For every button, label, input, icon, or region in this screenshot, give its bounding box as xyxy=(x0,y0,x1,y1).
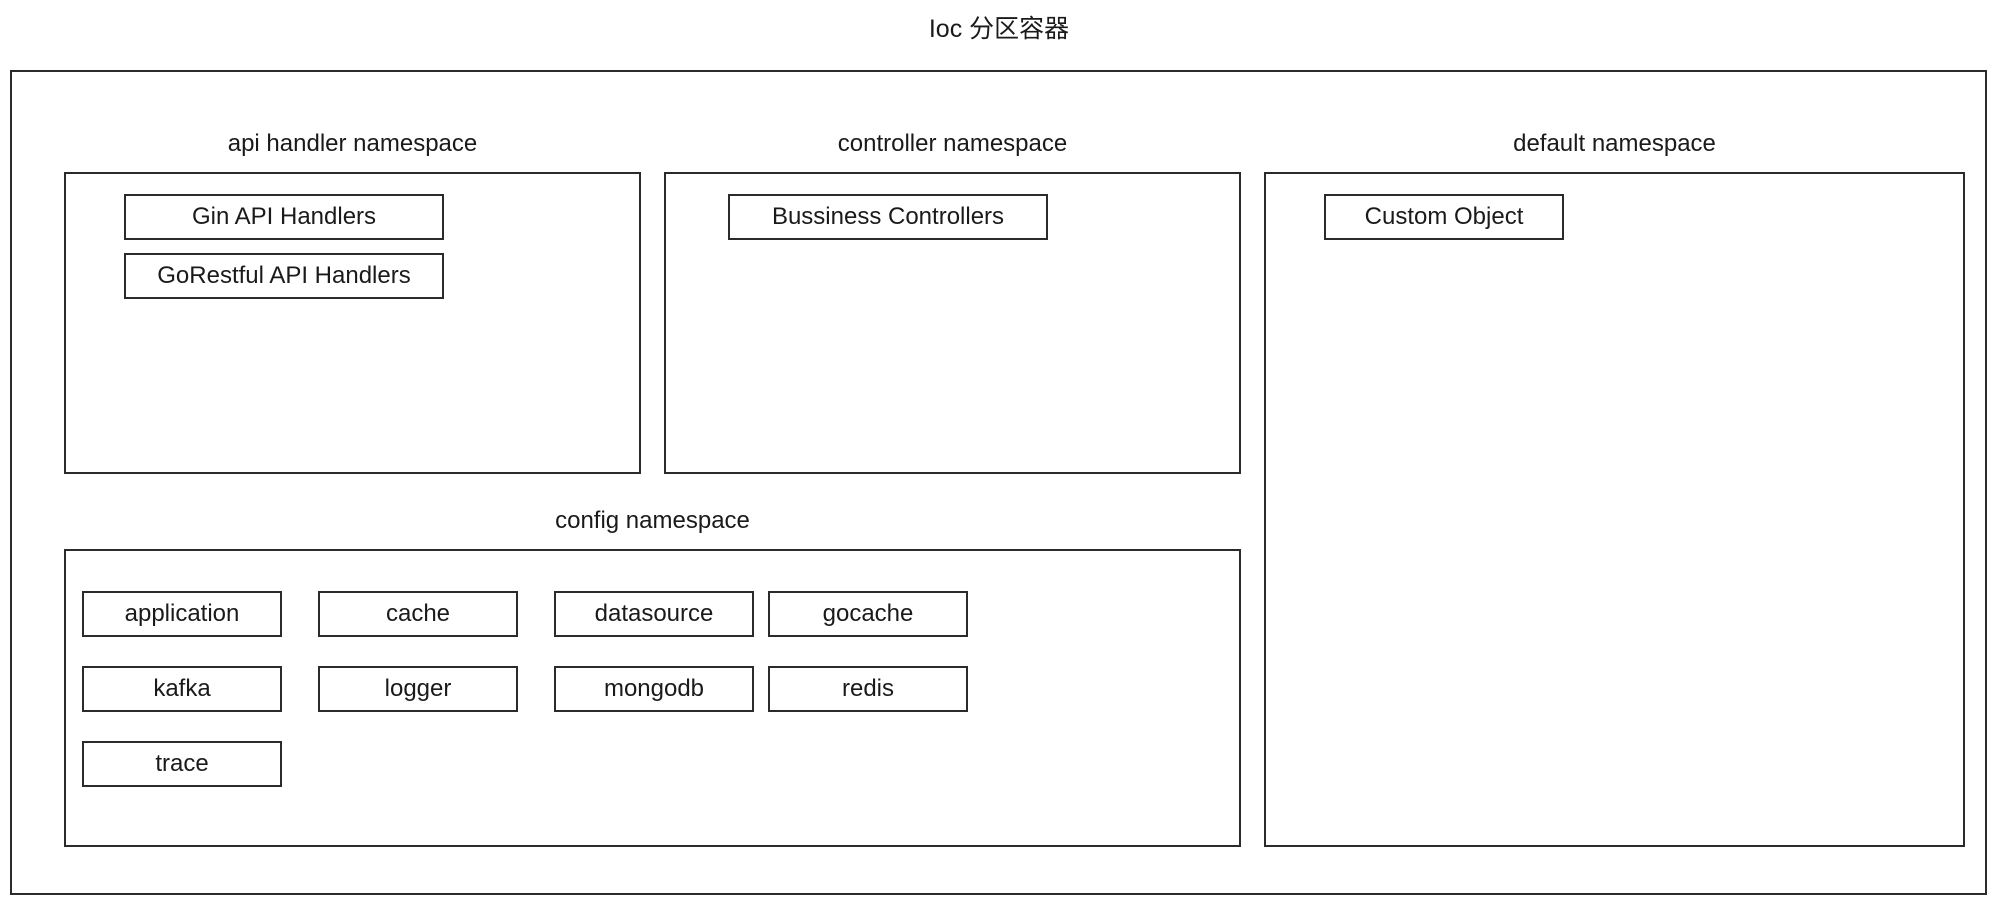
item-datasource[interactable]: datasource xyxy=(554,591,754,637)
namespace-label-config: config namespace xyxy=(555,507,750,534)
namespace-box-config: application cache datasource gocache kaf… xyxy=(64,549,1241,847)
item-logger[interactable]: logger xyxy=(318,666,518,712)
item-kafka[interactable]: kafka xyxy=(82,666,282,712)
item-redis[interactable]: redis xyxy=(768,666,968,712)
namespace-box-controller: Bussiness Controllers xyxy=(664,172,1241,474)
ioc-partition-container: api handler namespace Gin API Handlers G… xyxy=(10,70,1987,895)
item-bussiness-controllers[interactable]: Bussiness Controllers xyxy=(728,194,1048,240)
diagram-title: Ioc 分区容器 xyxy=(928,15,1070,43)
namespace-label-controller: controller namespace xyxy=(837,130,1068,157)
item-application[interactable]: application xyxy=(82,591,282,637)
namespace-box-api-handler: Gin API Handlers GoRestful API Handlers xyxy=(64,172,641,474)
item-trace[interactable]: trace xyxy=(82,741,282,787)
namespace-box-default: Custom Object xyxy=(1264,172,1965,847)
namespace-label-default: default namespace xyxy=(1513,130,1716,157)
item-gocache[interactable]: gocache xyxy=(768,591,968,637)
item-cache[interactable]: cache xyxy=(318,591,518,637)
item-custom-object[interactable]: Custom Object xyxy=(1324,194,1564,240)
item-gorestful-api-handlers[interactable]: GoRestful API Handlers xyxy=(124,253,444,299)
namespace-label-api-handler: api handler namespace xyxy=(227,130,478,157)
item-gin-api-handlers[interactable]: Gin API Handlers xyxy=(124,194,444,240)
item-mongodb[interactable]: mongodb xyxy=(554,666,754,712)
